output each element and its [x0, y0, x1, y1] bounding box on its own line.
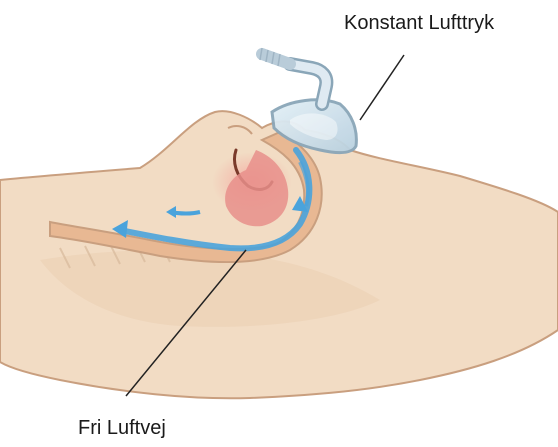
- label-free-airway: Fri Luftvej: [78, 418, 166, 438]
- leader-line-pressure: [360, 55, 404, 120]
- label-constant-air-pressure: Konstant Lufttryk: [344, 13, 494, 33]
